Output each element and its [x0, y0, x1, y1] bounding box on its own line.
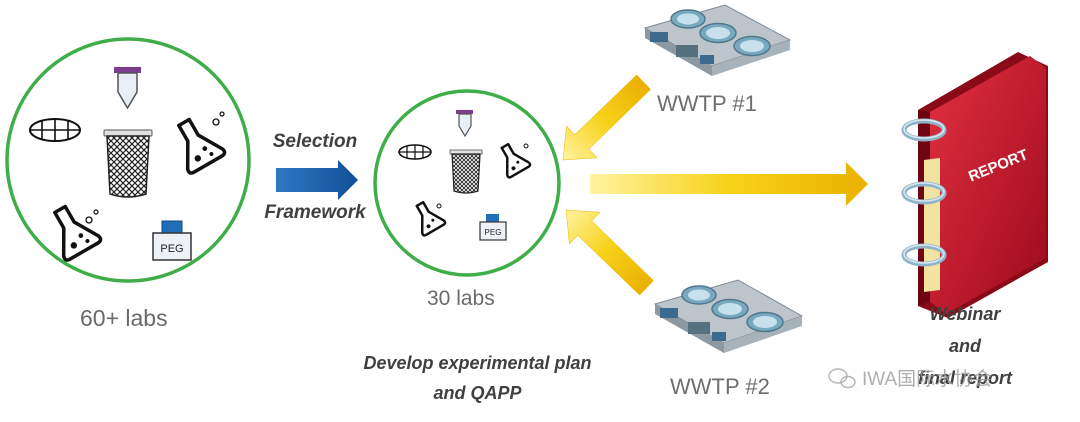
report-label: Webinar	[929, 304, 1001, 324]
treatment-plant-icon	[643, 4, 792, 76]
peg-bottle-icon: PEG	[479, 214, 507, 241]
wwtp2-to-labs-arrow	[565, 209, 654, 296]
wechat-icon	[828, 368, 856, 389]
watermark: IWA国际水协会	[862, 369, 993, 390]
peg-label: PEG	[485, 228, 502, 237]
report-label-line2: and	[948, 336, 981, 356]
centrifuge-tube-icon	[114, 67, 141, 110]
flask-icon	[500, 142, 532, 179]
selected-labs-count: 30 labs	[427, 287, 495, 310]
report-label-line3: final report	[917, 368, 1012, 388]
flask-icon	[415, 200, 447, 237]
flask-icon	[53, 204, 103, 262]
peg-label: PEG	[160, 243, 183, 255]
filter-plate-icon	[398, 144, 432, 160]
flask-icon	[177, 117, 227, 175]
centrifuge-tube-icon	[456, 110, 473, 138]
labs-to-report-arrow	[590, 162, 868, 206]
treatment-plant-icon	[653, 279, 804, 353]
plan-label-line2: and QAPP	[433, 383, 522, 403]
selection-arrow-label-line2: Framework	[264, 202, 366, 223]
wwtp-1-label: WWTP #1	[657, 91, 757, 116]
report-binder-icon: REPORT	[901, 52, 1048, 318]
plan-label: Develop experimental plan	[363, 353, 592, 373]
wwtp-2-label: WWTP #2	[670, 374, 770, 399]
mesh-beaker-icon	[103, 129, 153, 198]
selection-arrow-label: Selection	[272, 131, 358, 152]
wwtp1-to-labs-arrow	[562, 74, 651, 161]
mesh-beaker-icon	[449, 149, 483, 194]
initial-labs-count: 60+ labs	[80, 305, 168, 331]
selection-arrow	[276, 160, 358, 200]
peg-bottle-icon: PEG	[152, 220, 192, 261]
filter-plate-icon	[29, 118, 81, 142]
